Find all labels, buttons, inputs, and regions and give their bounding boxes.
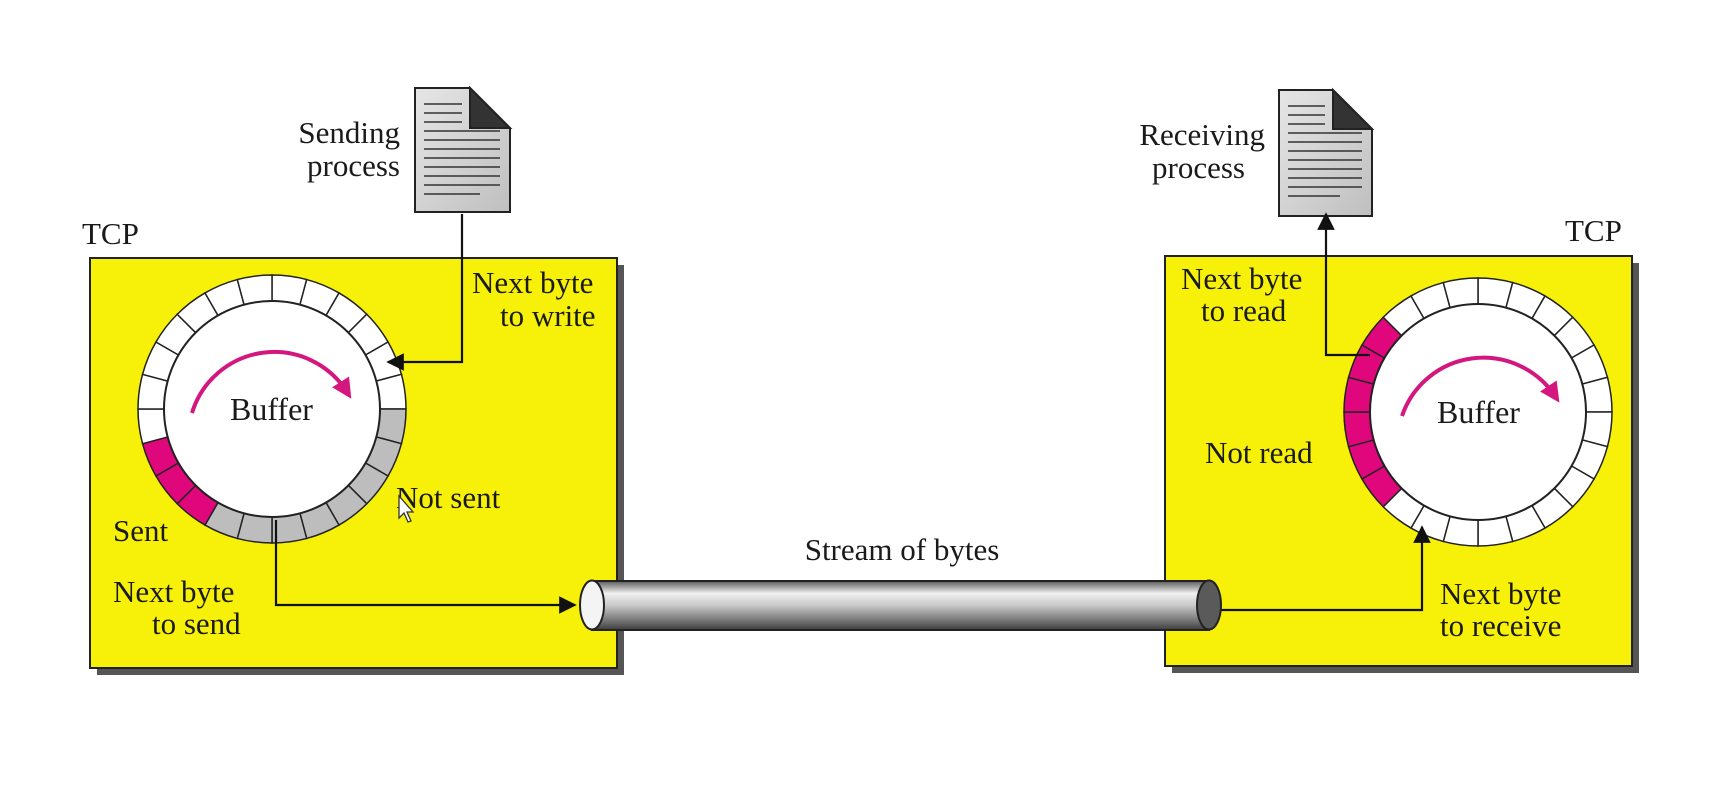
receiving-process-document-icon (1278, 87, 1375, 217)
next-byte-to-read-arrow (1317, 212, 1370, 357)
receiving-process-label-line2: process (1152, 150, 1245, 185)
receiver-tcp-label: TCP (1565, 213, 1622, 248)
receiver-rotation-arrow (1400, 355, 1560, 417)
next-byte-to-receive-label-line1: Next byte (1440, 576, 1561, 611)
next-byte-to-write-label-line2: to write (500, 298, 596, 333)
not-read-label: Not read (1205, 435, 1313, 470)
next-byte-to-send-label-line1: Next byte (113, 574, 234, 609)
sender-rotation-arrow (190, 350, 352, 414)
not-sent-label: Not sent (396, 480, 501, 515)
mouse-cursor-icon (398, 494, 415, 523)
next-byte-to-receive-label-line2: to receive (1440, 608, 1561, 643)
next-byte-to-read-label-line1: Next byte (1181, 261, 1302, 296)
next-byte-to-read-label-line2: to read (1201, 293, 1287, 328)
next-byte-to-receive-arrow (1212, 525, 1431, 612)
sender-buffer-inner-circle (163, 300, 381, 518)
receiver-buffer-inner-circle (1369, 303, 1587, 521)
sender-tcp-label: TCP (82, 216, 139, 251)
sender-buffer-ring (137, 274, 407, 544)
byte-stream-pipe (579, 579, 1222, 631)
next-byte-to-send-arrow (274, 520, 577, 614)
next-byte-to-write-arrow (386, 214, 464, 371)
next-byte-to-write-label-line1: Next byte (472, 265, 593, 300)
sending-process-label-line1: Sending (298, 115, 400, 150)
sender-buffer-label: Buffer (230, 391, 313, 427)
next-byte-to-send-label-line2: to send (152, 606, 241, 641)
sending-process-label-line2: process (307, 148, 400, 183)
receiver-buffer-label: Buffer (1437, 394, 1520, 430)
receiver-buffer-ring (1343, 277, 1613, 547)
receiving-process-label-line1: Receiving (1139, 117, 1265, 152)
sent-label: Sent (113, 513, 169, 548)
sending-process-document-icon (414, 85, 513, 213)
stream-of-bytes-label: Stream of bytes (805, 532, 1000, 567)
